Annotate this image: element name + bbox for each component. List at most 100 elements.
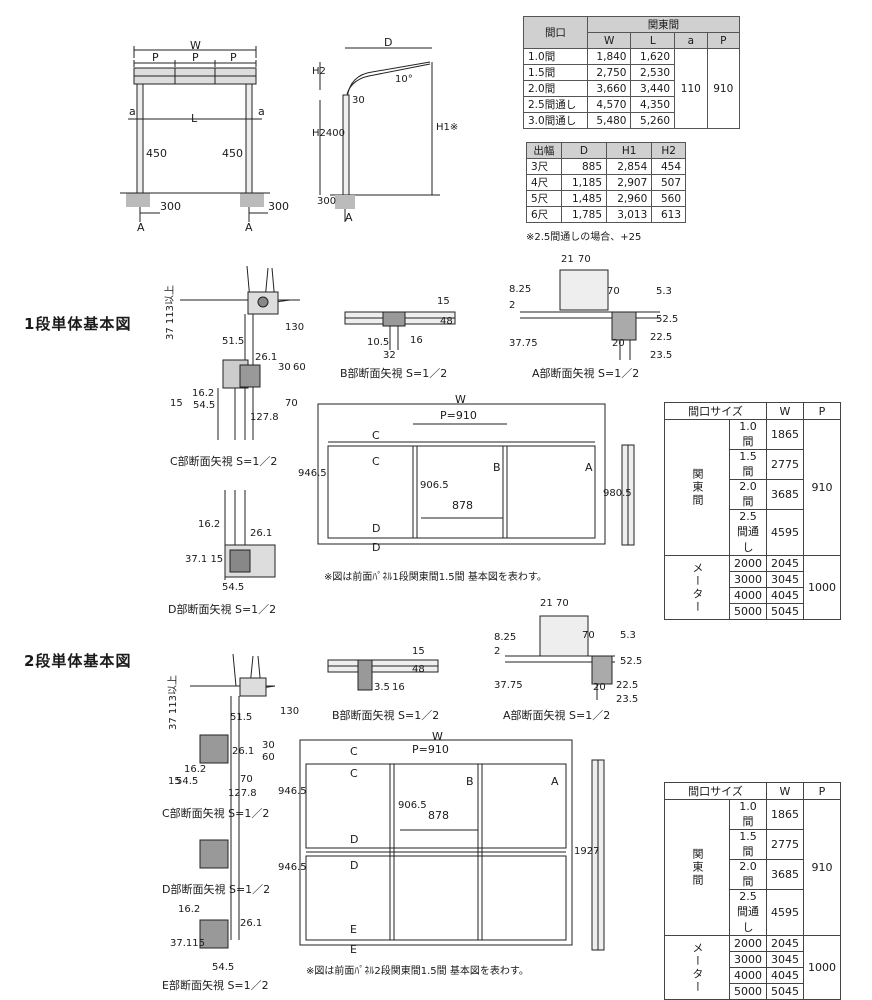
- sec1-panel-d1: D: [372, 522, 381, 535]
- front-sec-right: A: [245, 221, 253, 234]
- table-row: 1.0間: [729, 799, 767, 830]
- table-cell: 3685: [766, 479, 804, 510]
- sec2-panel-a: A: [551, 775, 559, 788]
- sec2-c-d51: 51.5: [230, 712, 253, 723]
- table-cell: 2,960: [606, 190, 653, 207]
- sec1-d-d37: 37.1 15: [185, 554, 224, 565]
- t1-hdr-span: 間口: [523, 16, 588, 49]
- sec1-panel-inner-w: 878: [452, 499, 473, 512]
- side-h2-label: H2: [312, 66, 326, 77]
- sec2-b-caption: B部断面矢視 S=1／2: [332, 709, 440, 722]
- table-row: 3尺: [526, 158, 562, 175]
- sec1-b-d16: 16: [410, 335, 423, 346]
- sec2-c-detail: [190, 653, 276, 949]
- table-cell: 3,440: [630, 80, 676, 97]
- table-cell: 3045: [766, 951, 804, 968]
- t1-col-a: a: [674, 32, 708, 49]
- sec2-c-d16: 16.2: [184, 764, 207, 775]
- front-a-left: a: [129, 105, 136, 118]
- table-row: 1.0間: [729, 419, 767, 450]
- sz1-group2: メーター: [664, 555, 730, 620]
- sz1-group1: 関東間: [664, 419, 730, 556]
- table-cell: 1,840: [586, 48, 632, 65]
- table-cell: 2775: [766, 829, 804, 860]
- table-cell: 4,570: [586, 96, 632, 113]
- sec1-c-d127: 127.8: [250, 412, 279, 423]
- sec1-d-d54: 54.5: [222, 582, 245, 593]
- sec2-panel-c2: C: [350, 767, 358, 780]
- sec2-b-d48: 48: [412, 664, 425, 675]
- table-cell: 1,185: [560, 174, 608, 191]
- sz1-p1: 910: [803, 419, 841, 556]
- sec2-a-d21: 21: [540, 598, 553, 609]
- table-cell: 613: [651, 206, 686, 223]
- sec1-a-d70v: 70: [607, 286, 620, 297]
- table-cell: 1,785: [560, 206, 608, 223]
- t1-hdr-group: 関東間: [586, 16, 741, 33]
- sec2-a-d8: 8.25: [494, 632, 517, 643]
- sec2-a-d37: 37.75: [494, 680, 523, 691]
- sec2-a-d70v: 70: [582, 630, 595, 641]
- table-row: 2000: [729, 555, 767, 572]
- sec2-note: ※図は前面ﾊﾟﾈﾙ2段関東間1.5間 基本図を表わす。: [306, 966, 529, 977]
- table-cell: 5,260: [630, 112, 676, 129]
- table-cell: 2,907: [606, 174, 653, 191]
- sec2-a-d23: 23.5: [616, 694, 639, 705]
- sec1-b-caption: B部断面矢視 S=1／2: [340, 367, 448, 380]
- sec1-panel-h2: 980.5: [603, 488, 632, 499]
- table-cell: 1865: [766, 419, 804, 450]
- side-h1-label: H1※: [436, 122, 459, 133]
- side-d300-label: 300: [317, 196, 337, 207]
- table-cell: 4595: [766, 889, 804, 936]
- sec1-a-d37: 37.75: [509, 338, 538, 349]
- sec2-e-d16: 16.2: [178, 904, 201, 915]
- front-l-label: L: [191, 112, 198, 125]
- sec1-a-d21: 21: [561, 254, 574, 265]
- front-w-label: W: [190, 39, 201, 52]
- t1-col-p: P: [706, 32, 741, 49]
- sec2-panel-e1: E: [350, 923, 357, 936]
- front-base-right: 300: [268, 200, 289, 213]
- table-row: 2.0間: [523, 80, 588, 97]
- sec1-panel-p: P=910: [440, 409, 477, 422]
- dimension-table-kanto: 間口 関東間 W L a P 1.0間 1,840 1,620 110 910 …: [523, 16, 741, 129]
- sz2-group1: 関東間: [664, 799, 730, 936]
- sec2-a-d2: 2: [494, 646, 501, 657]
- t1-col-w: W: [586, 32, 632, 49]
- front-p3-label: P: [230, 51, 237, 64]
- t2-col: 出幅: [526, 142, 562, 159]
- sec2-b-d35: 3.5: [374, 682, 390, 693]
- table-cell: 3045: [766, 571, 804, 588]
- table-row: 6尺: [526, 206, 562, 223]
- side-d-label: D: [384, 36, 393, 49]
- table-row: 2.0間: [729, 859, 767, 890]
- table-cell: 2045: [766, 555, 804, 572]
- sec1-panel-c1: C: [372, 429, 380, 442]
- sec2-panel-p: P=910: [412, 743, 449, 756]
- sec2-title: 2段単体基本図: [24, 652, 132, 670]
- sec1-a-d20: 20: [612, 338, 625, 349]
- sec1-a-d52: 52.5: [656, 314, 679, 325]
- sec2-panel-e2: E: [350, 943, 357, 956]
- table-cell: 507: [651, 174, 686, 191]
- sec2-panel-b: B: [466, 775, 474, 788]
- sec1-c-d30: 30: [278, 362, 291, 373]
- sz2-group2: メーター: [664, 935, 730, 1000]
- table-cell: 2775: [766, 449, 804, 480]
- sec2-c-d60: 60: [262, 752, 275, 763]
- sec1-a-d23: 23.5: [650, 350, 673, 361]
- sz2-col: 間口サイズ: [664, 782, 767, 800]
- t2-col: D: [560, 142, 608, 159]
- sec2-a-d22: 22.5: [616, 680, 639, 691]
- table-row: 1.5間: [729, 829, 767, 860]
- sz1-col: P: [803, 402, 841, 420]
- front-p1-label: P: [152, 51, 159, 64]
- sec1-a-d2: 2: [509, 300, 516, 311]
- table-cell: 2,854: [606, 158, 653, 175]
- sz1-col: 間口サイズ: [664, 402, 767, 420]
- table-row: 3000: [729, 571, 767, 588]
- sz1-col: W: [766, 402, 804, 420]
- table-cell: 454: [651, 158, 686, 175]
